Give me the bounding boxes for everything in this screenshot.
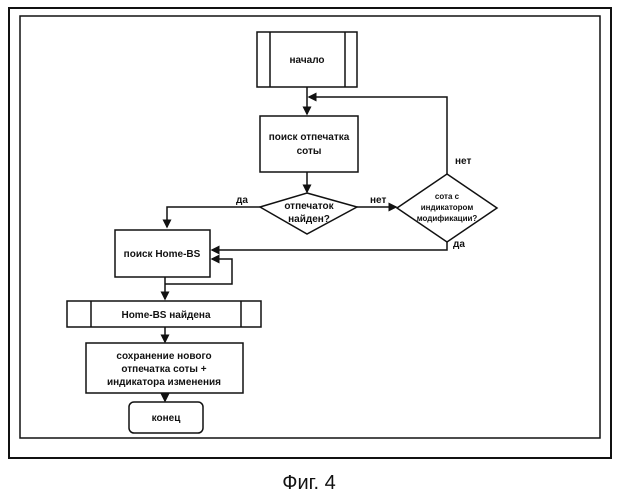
edge-label-modified-yes: да — [453, 239, 465, 250]
figure-caption: Фиг. 4 — [0, 472, 618, 495]
arrow-found-yes — [167, 207, 260, 227]
edge-label-found-no: нет — [370, 195, 386, 206]
search-fingerprint-label-2: соты — [297, 146, 322, 157]
search-fingerprint-node — [260, 116, 358, 172]
edge-label-modified-no: нет — [455, 156, 471, 167]
home-bs-found-label: Home-BS найдена — [121, 310, 210, 321]
inner-frame — [20, 16, 600, 438]
save-label-1: сохранение нового — [116, 351, 211, 362]
search-fingerprint-label-1: поиск отпечатка — [269, 132, 350, 143]
fingerprint-found-label-1: отпечаток — [284, 201, 334, 212]
fingerprint-found-label-2: найден? — [288, 214, 330, 225]
start-label: начало — [289, 55, 324, 66]
edge-label-found-yes: да — [236, 195, 248, 206]
save-label-2: отпечатка соты + — [121, 364, 206, 375]
search-home-bs-label: поиск Home-BS — [124, 249, 201, 260]
self-loop-arrow — [165, 259, 232, 284]
arrow-modified-yes — [212, 242, 447, 250]
cell-modified-label-3: модификации? — [417, 214, 478, 223]
save-label-3: индикатора изменения — [107, 377, 221, 388]
end-label: конец — [152, 413, 182, 424]
cell-modified-label-2: индикатором — [421, 203, 474, 212]
cell-modified-label-1: сота с — [435, 192, 460, 201]
